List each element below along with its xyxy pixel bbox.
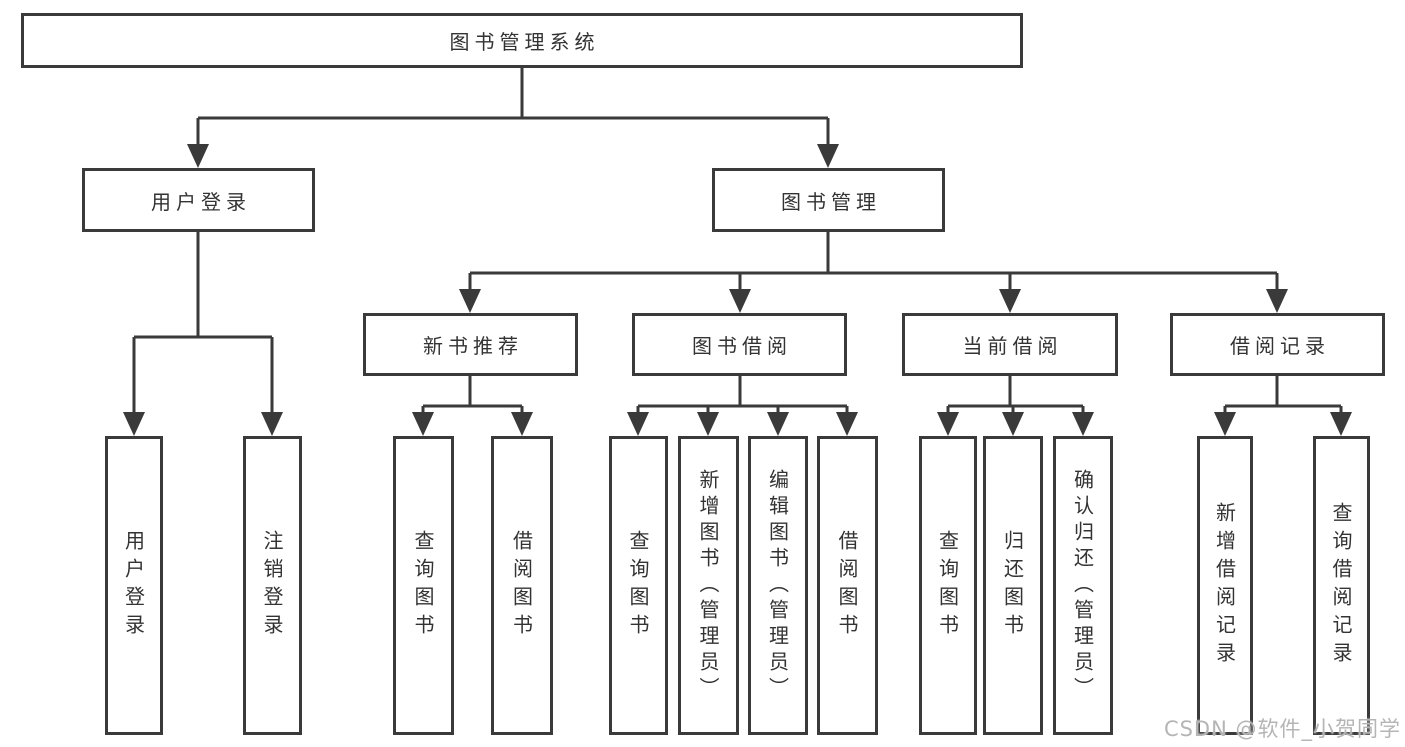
arrow-down-icon [627,412,649,436]
arrow-down-icon [187,144,209,168]
arrow-down-icon [261,412,283,436]
arrow-down-icon [729,289,751,313]
leaf-return-books: 归还图书 [983,436,1043,735]
arrow-down-icon [817,144,839,168]
leaf-confirm-return-admin: 确认归还（管理员） [1053,436,1113,735]
connector-borrowing-records-children [1223,376,1343,416]
node-user-login: 用户登录 [82,168,315,232]
leaf-borrow-books: 借阅图书 [817,436,878,735]
arrow-down-icon [412,412,434,436]
csdn-watermark: CSDN @软件_小贺同学 [1163,717,1401,741]
arrow-down-icon [459,289,481,313]
arrow-down-icon [767,412,789,436]
arrow-down-icon [1266,289,1288,313]
connector-root-to-level2 [196,68,830,146]
arrow-down-icon [1214,412,1236,436]
connector-new-book-children [421,376,524,416]
leaf-add-books-admin: 新增图书（管理员） [678,436,739,735]
leaf-query-books-recommend: 查询图书 [393,436,454,735]
arrow-down-icon [836,412,858,436]
leaf-edit-books-admin: 编辑图书（管理员） [748,436,808,735]
node-current-borrowing: 当前借阅 [902,313,1118,376]
arrow-down-icon [123,412,145,436]
arrow-down-icon [1002,412,1024,436]
arrow-down-icon [697,412,719,436]
arrow-down-icon [1072,412,1094,436]
leaf-borrow-books-recommend: 借阅图书 [491,436,553,735]
leaf-logout: 注销登录 [243,436,302,735]
leaf-add-borrow-record: 新增借阅记录 [1197,436,1253,735]
leaf-query-books-borrow: 查询图书 [609,436,668,735]
connector-book-management-children [468,232,1279,291]
arrow-down-icon [937,412,959,436]
connector-current-borrowing-children [946,376,1085,416]
node-library-management-system: 图书管理系统 [21,13,1023,68]
leaf-user-login: 用户登录 [105,436,163,735]
arrow-down-icon [1330,412,1352,436]
arrow-down-icon [511,412,533,436]
node-new-book-recommendation: 新书推荐 [363,313,578,376]
arrow-down-icon [999,289,1021,313]
connector-user-login-children [132,232,274,416]
leaf-query-books-current: 查询图书 [919,436,977,735]
node-book-borrowing: 图书借阅 [632,313,847,376]
node-borrowing-records: 借阅记录 [1170,313,1385,376]
node-book-management: 图书管理 [712,168,945,232]
leaf-query-borrow-record: 查询借阅记录 [1313,436,1370,735]
connector-book-borrowing-children [636,376,849,416]
